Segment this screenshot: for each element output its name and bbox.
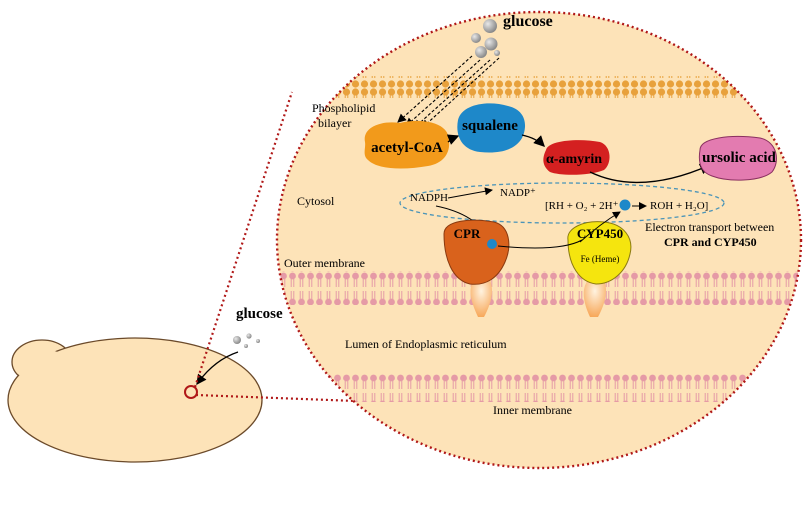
squalene-label: squalene <box>462 118 518 134</box>
glucose-dot <box>246 333 252 339</box>
glucose-dot <box>244 344 248 348</box>
glucose-top-label: glucose <box>503 13 553 30</box>
glucose-to-acetyl-arrows <box>397 55 500 129</box>
arrow-amyrin-to-ursolic <box>589 163 712 184</box>
cyp-to-reaction-arrow <box>579 211 621 243</box>
dashed-arrow <box>421 57 500 129</box>
alpha-amyrin-blob <box>543 140 610 175</box>
electron-transport-label: Electron transport between <box>645 220 774 234</box>
cpr-body <box>443 219 510 285</box>
glucose-top-molecules <box>471 19 500 58</box>
arrow-acetyl-to-squalene <box>446 134 460 145</box>
cyp450-label: CYP450 <box>577 226 623 241</box>
heme-label: Fe (Heme) <box>581 254 620 264</box>
equation-left: [RH + O₂ + 2H⁺ <box>545 200 619 212</box>
nadp-label: NADP⁺ <box>500 187 536 199</box>
cytosol-label: Cytosol <box>297 194 335 208</box>
glucose-ball <box>494 50 500 56</box>
lumen-label: Lumen of Endoplasmic reticulum <box>345 337 507 351</box>
nadph-to-nadp-arrow <box>447 187 493 199</box>
nadph-label: NADPH <box>410 192 448 204</box>
acetyl-coa-node: acetyl-CoA <box>364 120 450 169</box>
ursolic-acid-label: ursolic acid <box>702 150 776 166</box>
inner-membrane-label: Inner membrane <box>493 403 572 417</box>
bilayer-label: bilayer <box>318 116 351 130</box>
glucose-ball <box>475 46 487 58</box>
squalene-blob <box>457 103 526 153</box>
cell-body <box>7 337 263 463</box>
cpr-electron-dot <box>487 239 497 249</box>
cpr-label: CPR <box>454 226 481 241</box>
acetyl-coa-label: acetyl-CoA <box>371 140 443 156</box>
cpr-and-cyp450-label: CPR and CYP450 <box>664 235 757 249</box>
ursolic-acid-node: ursolic acid <box>698 136 777 181</box>
cpr-enzyme: CPR <box>443 219 510 317</box>
cyp450-enzyme: CYP450 Fe (Heme) <box>567 221 632 317</box>
glucose-ball <box>471 33 481 43</box>
outer-membrane-label: Outer membrane <box>284 256 365 270</box>
dashed-arrow <box>397 55 473 123</box>
glucose-dot <box>233 336 241 344</box>
cyp450-anchor <box>583 280 606 317</box>
dashed-arrow <box>413 59 491 129</box>
glucose-cell-molecules <box>233 333 260 348</box>
arrow-squalene-to-amyrin <box>521 134 545 147</box>
zoom-background <box>277 12 801 468</box>
zoom-marker-circle <box>184 385 198 399</box>
cpr-anchor <box>470 280 492 317</box>
zoom-ellipse-border <box>275 10 803 470</box>
outer-membrane-bilayer <box>277 271 801 305</box>
glucose-ball <box>484 37 498 51</box>
glucose-ball <box>483 19 497 33</box>
glucose-uptake-arrow <box>196 351 239 386</box>
phospholipid-bilayer <box>277 76 801 98</box>
squalene-node: squalene <box>457 103 526 153</box>
equation-right: ROH + H₂O] <box>650 200 708 212</box>
reaction-region <box>399 182 725 224</box>
glucose-cell-label: glucose <box>236 306 283 322</box>
alpha-amyrin-label: α-amyrin <box>546 152 602 167</box>
alpha-amyrin-node: α-amyrin <box>543 140 610 175</box>
electron-dot <box>619 199 631 211</box>
cpr-to-cyp-electron-path <box>497 239 583 249</box>
inner-membrane-bilayer <box>277 374 801 402</box>
phospholipid-label: Phospholipid <box>312 101 375 115</box>
cell-bud-join <box>15 349 69 383</box>
ursolic-acid-blob <box>698 136 777 181</box>
cyp450-body <box>567 221 632 285</box>
zoom-line-upper <box>193 91 294 388</box>
yeast-cell <box>7 337 263 463</box>
zoom-view <box>277 12 801 468</box>
dashed-arrow <box>405 59 481 127</box>
glucose-dot <box>256 339 260 343</box>
acetyl-coa-blob <box>364 120 450 169</box>
